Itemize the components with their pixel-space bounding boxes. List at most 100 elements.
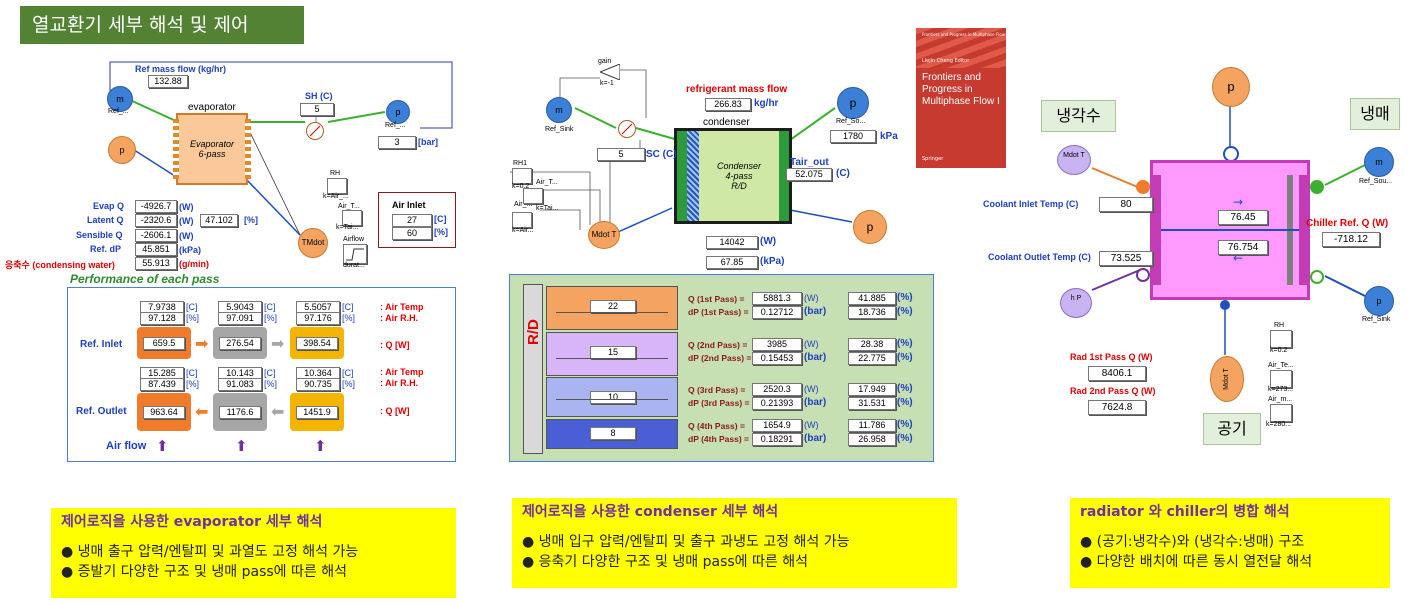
pass-dp-unit: (bar) [804, 352, 827, 363]
air-rh-value[interactable]: 91.083 [218, 378, 262, 391]
pressure-source-icon[interactable]: p [837, 87, 869, 119]
coolant-outlet-port[interactable] [1136, 268, 1150, 282]
chiller-block[interactable]: → ← [1150, 160, 1310, 300]
rad2-value[interactable]: 7624.8 [1088, 400, 1146, 415]
air-t-block[interactable] [523, 188, 543, 204]
k02-label: k=0.2 [512, 183, 530, 190]
air-block[interactable] [512, 212, 532, 228]
coolant-inlet-port[interactable] [1136, 180, 1150, 194]
pressure-sink-icon[interactable]: p [386, 100, 410, 124]
pass-q-value[interactable]: 2520.3 [752, 383, 802, 396]
valve-icon[interactable] [306, 122, 324, 140]
air-temp-unit: [C] [342, 368, 354, 378]
condensing-value[interactable]: 55.913 [135, 257, 177, 270]
latent-pct-value[interactable]: 47.102 [200, 214, 238, 227]
pass-q-value[interactable]: 1654.9 [752, 419, 802, 432]
pass-q-pct[interactable]: 41.885 [848, 292, 896, 305]
pass-dp-pct[interactable]: 26.958 [848, 433, 896, 446]
sh-value[interactable]: 5 [300, 103, 334, 116]
rh-block[interactable] [1270, 330, 1292, 348]
mdot-t-icon[interactable]: Mdot T [588, 221, 620, 249]
air-rh-unit: [%] [342, 379, 356, 389]
flow-line [556, 358, 668, 359]
pass-q-unit: (W) [804, 339, 819, 349]
ref-mass-flow-value[interactable]: 132.88 [148, 75, 188, 88]
pass-tube-count[interactable]: 10 [590, 391, 636, 404]
pass-q-value[interactable]: 5881.3 [752, 292, 802, 305]
condenser-pressure-value[interactable]: 1780 [830, 130, 876, 143]
pressure-value[interactable]: 3 [378, 136, 416, 149]
air-m-block[interactable] [1270, 404, 1292, 422]
rh1-block[interactable] [512, 168, 532, 184]
pass-dp-unit: (bar) [804, 433, 827, 444]
air-rh-value[interactable]: 90.735 [296, 378, 340, 391]
sc-value[interactable]: 5 [597, 148, 645, 161]
air-rh-value[interactable]: 87.439 [140, 378, 184, 391]
coolant-outlet-value[interactable]: 73.525 [1099, 251, 1153, 266]
k280-label: k=280... [1266, 421, 1292, 428]
arrow-up-icon: ⬆ [156, 437, 169, 455]
mdot-t-air-icon[interactable]: Mdot T [1210, 356, 1244, 402]
air-rh-value[interactable]: 97.091 [218, 312, 262, 325]
pass-tube-count[interactable]: 8 [590, 427, 636, 440]
pass-dp-pct[interactable]: 18.736 [848, 306, 896, 319]
air-te-block[interactable] [1270, 370, 1292, 388]
pass-dp-value[interactable]: 0.18291 [752, 433, 802, 446]
outlet-pass-3: 1451.9 [290, 393, 344, 431]
air-t-block[interactable] [342, 210, 362, 226]
evap-q-value[interactable]: -4926.7 [135, 200, 177, 213]
inlet-pass-2: 276.54 [213, 327, 267, 359]
latent-q-value[interactable]: -2320.6 [135, 214, 177, 227]
valve-icon[interactable] [618, 120, 636, 138]
ref-dp-value[interactable]: 45.851 [135, 243, 177, 256]
note-item: ● (공기:냉각수)와 (냉각수:냉매) 구조 [1080, 534, 1305, 550]
pass-dp-value[interactable]: 0.15453 [752, 352, 802, 365]
mdot-t-top-icon[interactable]: Mdot T [1057, 145, 1091, 175]
air-temp-value[interactable]: 7.9738 [140, 301, 184, 314]
air-rh-value[interactable]: 97.128 [140, 312, 184, 325]
air-rh-value[interactable]: 97.176 [296, 312, 340, 325]
pressure-sink-icon[interactable]: p [853, 210, 887, 244]
airflow-block[interactable] [343, 244, 367, 264]
pass-dp-pct[interactable]: 22.775 [848, 352, 896, 365]
coolant-inlet-value[interactable]: 80 [1099, 197, 1153, 212]
tmdot-icon[interactable]: TMdot [298, 228, 328, 258]
rh-block[interactable] [327, 178, 347, 194]
pressure-source-icon[interactable]: p [108, 136, 136, 164]
pass-q-label: Q (2nd Pass) = [688, 340, 748, 350]
pass-q-pct[interactable]: 17.949 [848, 383, 896, 396]
ref-inlet-port[interactable] [1310, 180, 1324, 194]
mass-sink-icon[interactable]: m [546, 97, 572, 123]
chiller-q-value[interactable]: -718.12 [1322, 232, 1380, 247]
condenser-q-total[interactable]: 14042 [706, 236, 758, 249]
arrow-right-icon: ➡ [195, 334, 209, 353]
pass-q-pct[interactable]: 11.786 [848, 419, 896, 432]
pass-q-value[interactable]: 3985 [752, 338, 802, 351]
tair-out-unit: (C) [836, 168, 850, 179]
pass-dp-value[interactable]: 0.12712 [752, 306, 802, 319]
h-p-icon[interactable]: h P [1060, 288, 1092, 318]
pressure-top-icon[interactable]: p [1212, 67, 1250, 107]
air-inlet-temp[interactable]: 27 [392, 214, 432, 227]
sensible-q-value[interactable]: -2606.1 [135, 229, 177, 242]
chiller-inner-temp-2[interactable]: 76.754 [1218, 240, 1268, 255]
mass-source-icon[interactable]: m [107, 86, 133, 112]
condenser-block[interactable]: Condenser 4-pass R/D [674, 128, 792, 224]
pass-dp-pct[interactable]: 31.531 [848, 397, 896, 410]
rad1-value[interactable]: 8406.1 [1088, 366, 1146, 381]
air-inlet-rh[interactable]: 60 [392, 227, 432, 240]
pass-q-pct[interactable]: 28.38 [848, 338, 896, 351]
pass-dp-value[interactable]: 0.21393 [752, 397, 802, 410]
condenser-box-text: Condenser 4-pass R/D [716, 161, 762, 191]
mass-source-icon[interactable]: m [1364, 147, 1394, 177]
tair-out-value[interactable]: 52.075 [786, 168, 832, 181]
ref-label-left: Ref_... [108, 108, 129, 115]
refrigerant-mass-flow-value[interactable]: 266.83 [705, 98, 751, 111]
chiller-inner-temp-1[interactable]: 76.45 [1218, 210, 1268, 225]
evaporator-block[interactable]: Evaporator 6-pass [173, 113, 251, 185]
pressure-sink-icon[interactable]: p [1364, 286, 1394, 316]
bottom-port[interactable] [1220, 300, 1230, 310]
condenser-dp-total[interactable]: 67.85 [706, 256, 758, 269]
ref-outlet-port[interactable] [1310, 270, 1324, 284]
pass-dp-label: dP (3rd Pass) = [688, 398, 750, 408]
